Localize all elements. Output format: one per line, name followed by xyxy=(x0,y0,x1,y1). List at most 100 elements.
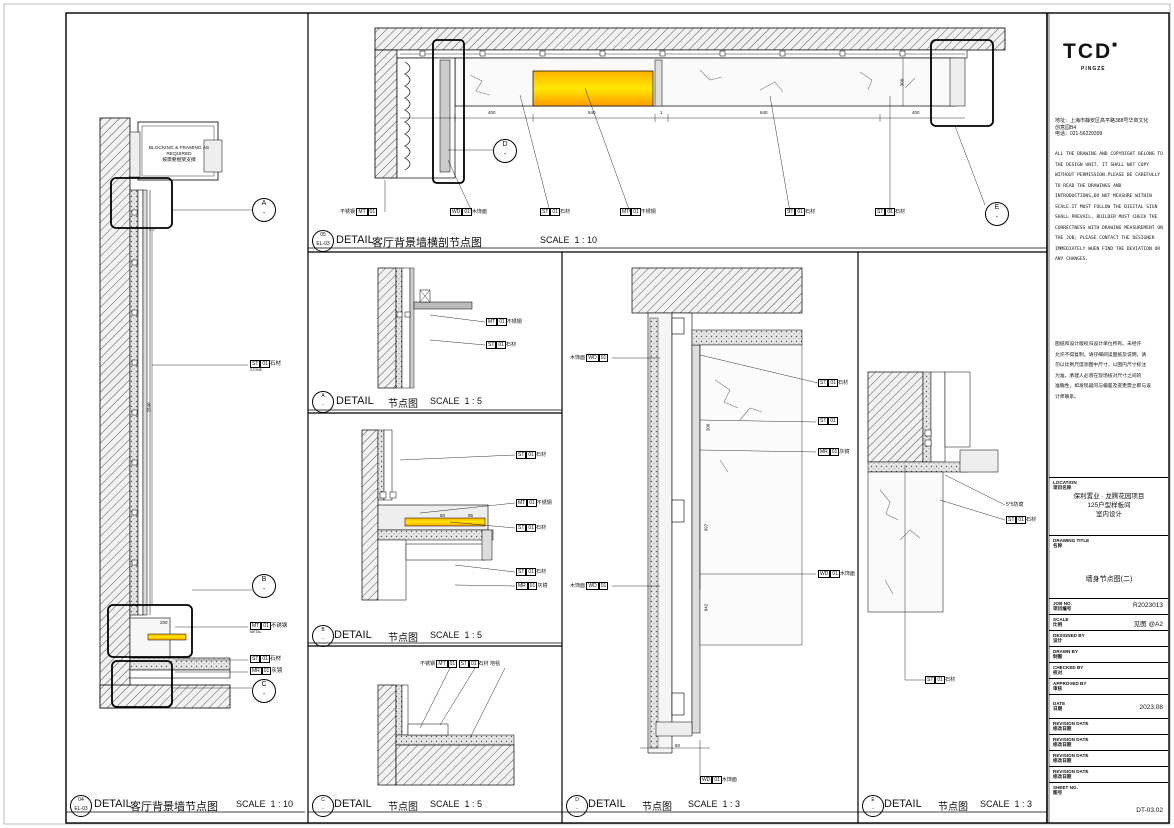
detail-a-scale: SCALE 1 : 5 xyxy=(430,396,483,406)
detail-a-word: DETAIL xyxy=(336,395,374,407)
detail-05-name: 客厅背景墙横剖节点图 xyxy=(372,237,482,249)
drawing-title-value: 墙身节点图(二) xyxy=(1085,576,1133,583)
tag-fixed-e: 5*5防腐 xyxy=(1006,502,1024,508)
detail-e-scale: SCALE 1 : 3 xyxy=(980,799,1033,809)
detail-d-bubble: D- xyxy=(566,795,588,817)
detail-a-name: 节点图 xyxy=(388,399,418,410)
detail-e-title: E- DETAIL 节点图 SCALE 1 : 3 xyxy=(860,795,1046,817)
detail-b-name: 节点图 xyxy=(388,633,418,644)
detail-a-drawing xyxy=(377,267,486,389)
location-value: 保利置业 · 龙腾花园项目 125户型样板间 室内设计 xyxy=(1073,493,1145,518)
detail-c-name: 节点图 xyxy=(388,802,418,813)
detail-d-name: 节点图 xyxy=(642,802,672,813)
logo-dot-icon: ■ xyxy=(1112,40,1120,49)
callout-d[interactable]: D- xyxy=(493,139,517,163)
detail-05-word: DETAIL xyxy=(336,234,374,246)
detail-c-word: DETAIL xyxy=(334,798,372,810)
callout-a[interactable]: A- xyxy=(252,198,276,222)
detail-05-drawing xyxy=(374,27,1006,213)
detail-b-title: B- DETAIL 节点图 SCALE 1 : 5 xyxy=(310,625,560,647)
notice-en: ALL THE DRAWING AND COPYRIGHT BELONG TO … xyxy=(1055,152,1163,262)
detail-e-drawing xyxy=(867,371,1006,681)
detail-04-drawing xyxy=(99,117,252,709)
detail-c-drawing xyxy=(377,667,515,786)
title-block: TCD■ PINGZE 地址：上海市静安区高平路388号华商文化 创意园B4 电… xyxy=(1049,14,1168,823)
detail-e-name: 节点图 xyxy=(938,802,968,813)
detail-d-word: DETAIL xyxy=(588,798,626,810)
logo: TCD■ xyxy=(1063,40,1120,63)
detail-c-bubble: C- xyxy=(312,795,334,817)
detail-c-title: C- DETAIL 节点图 SCALE 1 : 5 xyxy=(310,795,560,817)
detail-b-bubble: B- xyxy=(312,625,334,647)
detail-04-word: DETAIL xyxy=(94,798,132,810)
address: 地址：上海市静安区高平路388号华商文化 创意园B4 电话：021-562293… xyxy=(1055,118,1149,137)
row-sheet-no: SHEET NO.图号 DT-03.02 xyxy=(1053,785,1163,814)
callout-c[interactable]: C- xyxy=(252,679,276,703)
detail-b-scale: SCALE 1 : 5 xyxy=(430,630,483,640)
detail-e-bubble: E- xyxy=(862,795,884,817)
detail-d-title: D- DETAIL 节点图 SCALE 1 : 3 xyxy=(564,795,854,817)
detail-a-bubble: A- xyxy=(312,391,334,413)
callout-e[interactable]: E- xyxy=(985,202,1009,226)
detail-04-name: 客厅背景墙节点图 xyxy=(130,801,218,813)
detail-b-drawing xyxy=(361,429,516,601)
row-job-no: JOB NO.项目编号 R2023013 xyxy=(1049,598,1168,615)
callout-b[interactable]: B- xyxy=(252,574,276,598)
detail-a-title: A- DETAIL 节点图 SCALE 1 : 5 xyxy=(310,391,560,413)
detail-b-word: DETAIL xyxy=(334,629,372,641)
detail-c-scale: SCALE 1 : 5 xyxy=(430,799,483,809)
logo-sub: PINGZE xyxy=(1081,66,1106,72)
detail-d-drawing xyxy=(612,267,819,780)
detail-05-scale: SCALE 1 : 10 xyxy=(540,235,598,245)
detail-04-scale: SCALE 1 : 10 xyxy=(236,799,294,809)
notice-cn: 图纸和设计版权归设计单位所有。未经许 允许不得复制。请仔细阅读图纸及说明，请 勿… xyxy=(1055,342,1151,400)
detail-e-word: DETAIL xyxy=(884,798,922,810)
